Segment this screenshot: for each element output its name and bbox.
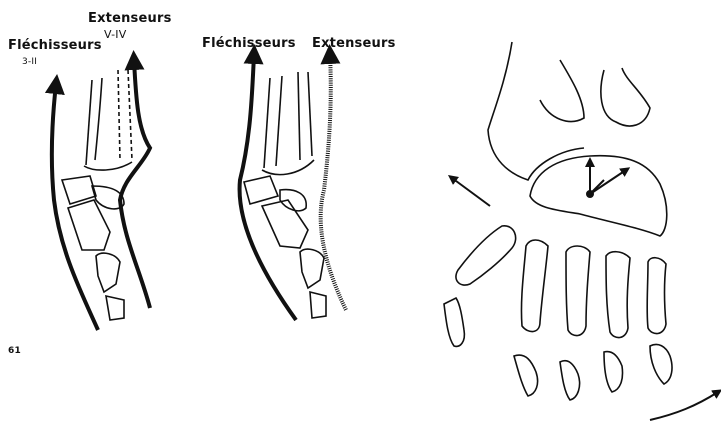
left-extensors-label: Extenseurs	[88, 11, 172, 26]
phalanx-left	[444, 298, 464, 346]
middle-extensors-label: Extenseurs	[312, 36, 396, 51]
left-metatarsal-2	[95, 78, 102, 160]
right-dorsal-view	[444, 42, 672, 400]
left-navicular	[68, 200, 110, 250]
left-heel-bone	[106, 296, 124, 320]
rotation-vectors	[587, 162, 626, 197]
left-cuboid	[62, 176, 96, 204]
left-extensors-digits-label: V-IV	[104, 28, 126, 41]
left-metatarsal-3	[118, 70, 120, 160]
left-talus	[96, 253, 120, 292]
middle-lateral-view	[244, 72, 326, 318]
left-metatarsal-4	[128, 70, 132, 160]
middle-metatarsal-1	[264, 78, 270, 168]
left-flexor-tendon	[52, 84, 98, 330]
talus-dorsal	[530, 156, 667, 236]
metatarsal-b	[566, 246, 590, 336]
left-metatarsal-shaft-outline	[84, 162, 132, 170]
middle-navicular	[262, 200, 308, 248]
middle-metatarsal-2	[276, 76, 282, 166]
phalanx-2	[560, 361, 580, 400]
middle-heel-bone	[310, 292, 326, 318]
vector-diagonal	[590, 170, 626, 194]
abduction-arrow	[452, 178, 490, 206]
phalanx-3	[604, 352, 623, 392]
rotation-center	[587, 191, 593, 197]
left-metatarsal-1	[86, 80, 92, 165]
middle-cuboid	[244, 176, 278, 204]
metatarsal-c	[606, 252, 630, 338]
middle-metatarsal-4	[308, 72, 312, 156]
left-extensor-tendon	[120, 60, 150, 308]
metatarsal-a	[521, 240, 548, 332]
inner-bone-outline	[540, 60, 584, 121]
fibula-outline	[601, 68, 650, 126]
left-flexors-digits-label: 3-II	[22, 57, 37, 67]
middle-shaft-outline	[262, 160, 314, 175]
middle-metatarsal-3	[298, 72, 300, 160]
medial-cuneiform	[456, 226, 516, 285]
phalanx-4	[650, 344, 672, 384]
middle-talus	[300, 249, 324, 288]
phalanx-1	[514, 355, 538, 396]
figure-number: 61	[8, 346, 21, 356]
metatarsal-d	[647, 258, 666, 334]
middle-flexors-label: Fléchisseurs	[202, 36, 296, 51]
rotation-arrow	[650, 392, 718, 420]
middle-extensor-tendon	[321, 54, 346, 310]
left-flexors-label: Fléchisseurs	[8, 38, 102, 53]
middle-flexor-tendon	[240, 54, 296, 320]
